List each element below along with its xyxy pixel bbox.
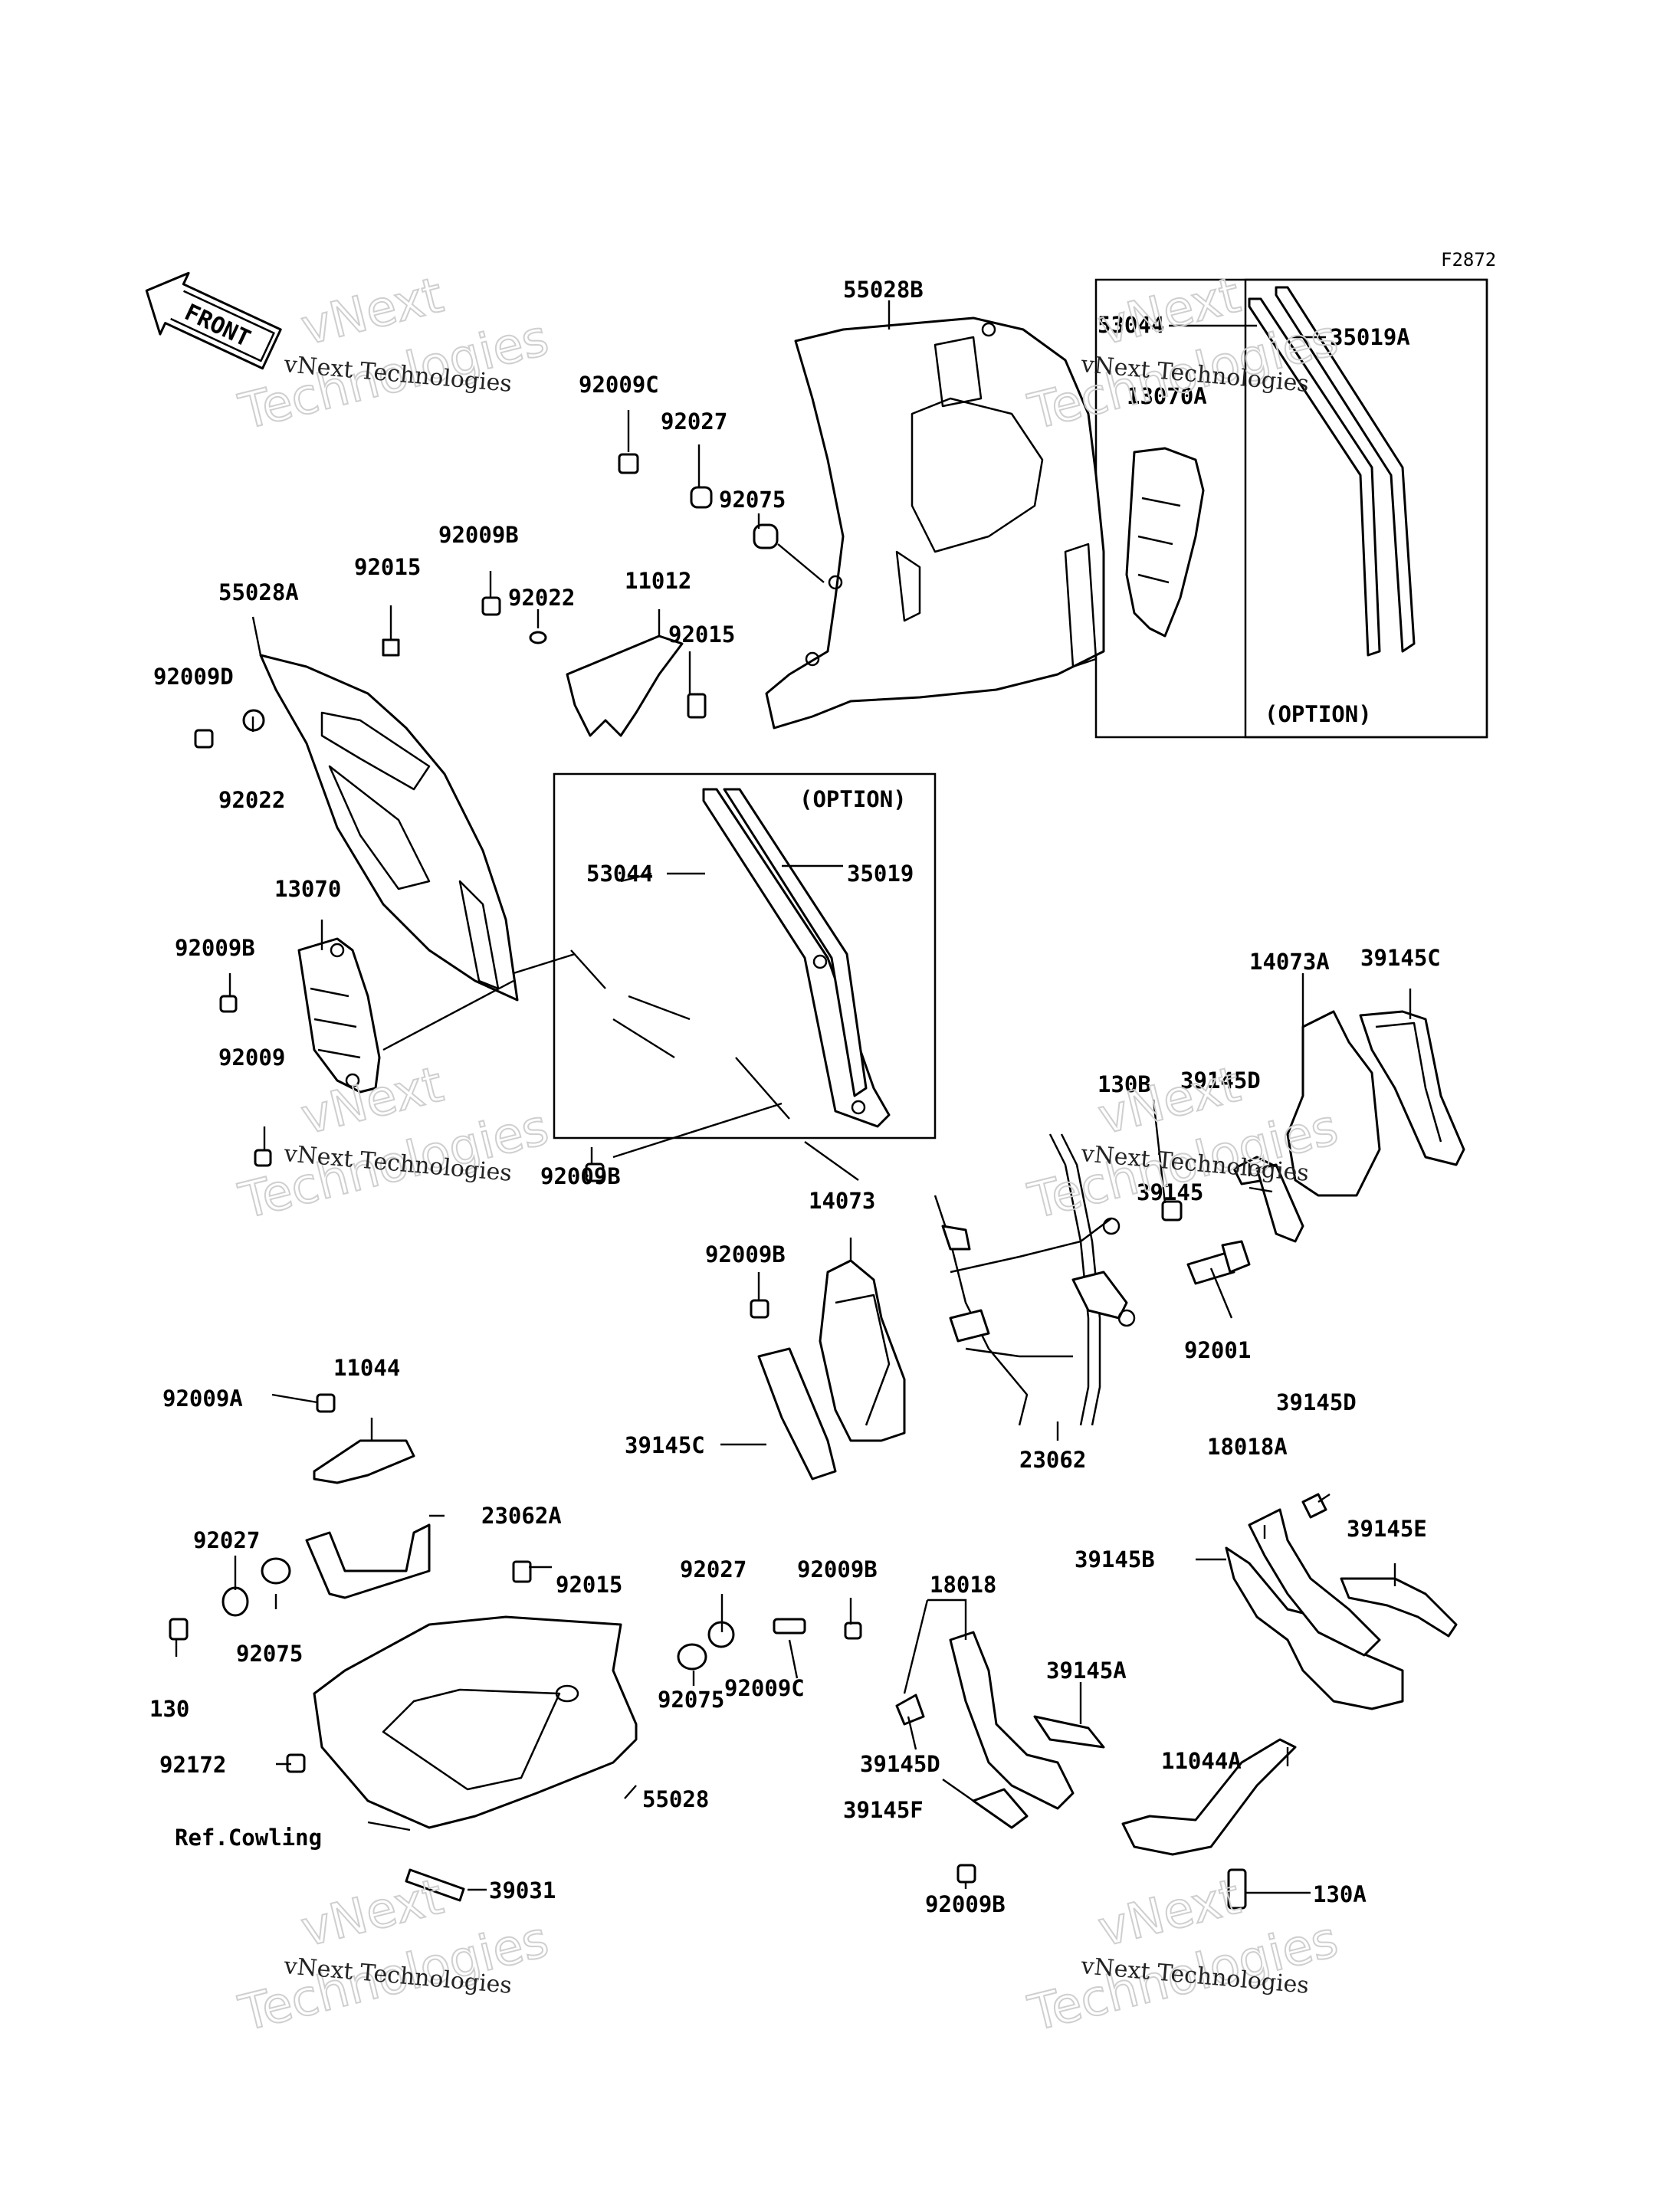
watermark-bottom-right: vNext Technologies vNext Technologies xyxy=(1022,1867,1344,2043)
front-arrow-icon: FRONT xyxy=(145,271,282,370)
label-11044A: 11044A xyxy=(1161,1748,1242,1774)
panel-55028B xyxy=(765,316,1105,730)
label-92009B-e: 92009B xyxy=(797,1556,878,1582)
label-18018A: 18018A xyxy=(1207,1434,1288,1460)
strip-35019 xyxy=(702,788,891,1128)
label-11012: 11012 xyxy=(625,568,691,594)
duct-14073A xyxy=(1286,1010,1465,1197)
figure-code: F2872 xyxy=(1441,249,1496,271)
label-39145B: 39145B xyxy=(1075,1546,1155,1572)
bracket-11044 xyxy=(313,1439,415,1484)
label-92015-a: 92015 xyxy=(354,554,421,580)
label-92009: 92009 xyxy=(218,1044,285,1071)
bracket-23062A xyxy=(305,1523,431,1599)
label-92172: 92172 xyxy=(159,1752,226,1778)
seal-39145C xyxy=(757,1347,837,1481)
label-35019A: 35019A xyxy=(1330,324,1410,350)
watermark-top-left: vNext Technologies vNext Technologies xyxy=(233,266,555,441)
label-53044-top: 53044 xyxy=(1098,312,1164,338)
label-92022-b: 92022 xyxy=(218,787,285,813)
option-label-top: (OPTION) xyxy=(1265,701,1372,727)
bracket-13070 xyxy=(297,937,381,1094)
label-39145: 39145 xyxy=(1137,1179,1203,1205)
label-92009C-top: 92009C xyxy=(579,372,659,398)
label-92009B-b: 92009B xyxy=(175,935,255,961)
label-92009C-b: 92009C xyxy=(724,1675,805,1701)
leader-lines xyxy=(175,300,1412,1894)
label-13070A: 13070A xyxy=(1127,383,1207,409)
label-14073A: 14073A xyxy=(1249,949,1330,975)
label-92075-c: 92075 xyxy=(658,1687,724,1713)
duct-14073 xyxy=(819,1259,906,1442)
label-92009B-d: 92009B xyxy=(705,1241,786,1267)
option-label-mid: (OPTION) xyxy=(799,786,907,812)
label-130B: 130B xyxy=(1098,1071,1151,1097)
label-92022-a: 92022 xyxy=(508,585,575,611)
label-55028: 55028 xyxy=(642,1786,709,1812)
bracket-18018A xyxy=(1248,1508,1381,1657)
label-92075-b: 92075 xyxy=(236,1641,303,1667)
label-130A: 130A xyxy=(1313,1881,1367,1907)
bracket-11044A xyxy=(1121,1738,1297,1856)
label-39145D-a: 39145D xyxy=(1180,1067,1261,1094)
label-92009D: 92009D xyxy=(153,664,234,690)
label-23062: 23062 xyxy=(1019,1447,1086,1473)
label-92009B-a: 92009B xyxy=(438,522,519,548)
seal-39145E xyxy=(1340,1577,1458,1638)
panel-55028A xyxy=(259,654,519,1002)
label-39145F: 39145F xyxy=(843,1797,924,1823)
label-92027-c: 92027 xyxy=(680,1556,746,1582)
frame-23062 xyxy=(934,1133,1136,1426)
label-39145A: 39145A xyxy=(1046,1658,1127,1684)
label-55028A: 55028A xyxy=(218,579,299,605)
label-11044: 11044 xyxy=(333,1355,400,1381)
bracket-18018 xyxy=(949,1631,1075,1810)
label-92009A: 92009A xyxy=(162,1385,243,1412)
watermark-mid-left: vNext Technologies vNext Technologies xyxy=(233,1055,555,1231)
label-39145C-b: 39145C xyxy=(625,1432,705,1458)
bolt-92001 xyxy=(1186,1240,1251,1285)
label-ref-cowling: Ref.Cowling xyxy=(175,1825,322,1851)
label-92009B-f: 92009B xyxy=(925,1891,1006,1917)
label-14073: 14073 xyxy=(809,1188,875,1214)
label-23062A: 23062A xyxy=(481,1503,562,1529)
label-130: 130 xyxy=(149,1696,189,1722)
option-box-mid xyxy=(553,772,937,1139)
option-box-top-inner xyxy=(1244,278,1488,739)
label-39145D-b: 39145D xyxy=(860,1751,940,1777)
label-92075-top: 92075 xyxy=(719,487,786,513)
fasteners xyxy=(169,453,1247,1910)
label-39145C-a: 39145C xyxy=(1360,945,1441,971)
label-35019: 35019 xyxy=(847,861,914,887)
label-55028B: 55028B xyxy=(843,277,924,303)
label-39145E: 39145E xyxy=(1347,1516,1427,1542)
label-92001: 92001 xyxy=(1184,1337,1251,1363)
label-92015-b: 92015 xyxy=(668,621,735,648)
panel-55028 xyxy=(313,1615,638,1829)
seal-39145 xyxy=(1255,1163,1304,1243)
label-13070: 13070 xyxy=(274,876,341,902)
watermark-top-right: vNext Technologies vNext Technologies xyxy=(1022,266,1344,441)
label-18018: 18018 xyxy=(930,1572,996,1598)
bracket-13070A xyxy=(1125,447,1205,638)
strip-35019A xyxy=(1248,286,1416,657)
label-53044-mid: 53044 xyxy=(586,861,653,887)
label-92027-top: 92027 xyxy=(661,408,727,434)
label-92009B-c: 92009B xyxy=(540,1163,621,1189)
label-39145D-c: 39145D xyxy=(1276,1389,1357,1415)
label-92015-c: 92015 xyxy=(556,1572,622,1598)
label-92027-b: 92027 xyxy=(193,1527,260,1553)
label-39031: 39031 xyxy=(489,1877,556,1904)
bracket-11012 xyxy=(566,635,684,737)
seal-39145D-lower xyxy=(1301,1493,1327,1519)
